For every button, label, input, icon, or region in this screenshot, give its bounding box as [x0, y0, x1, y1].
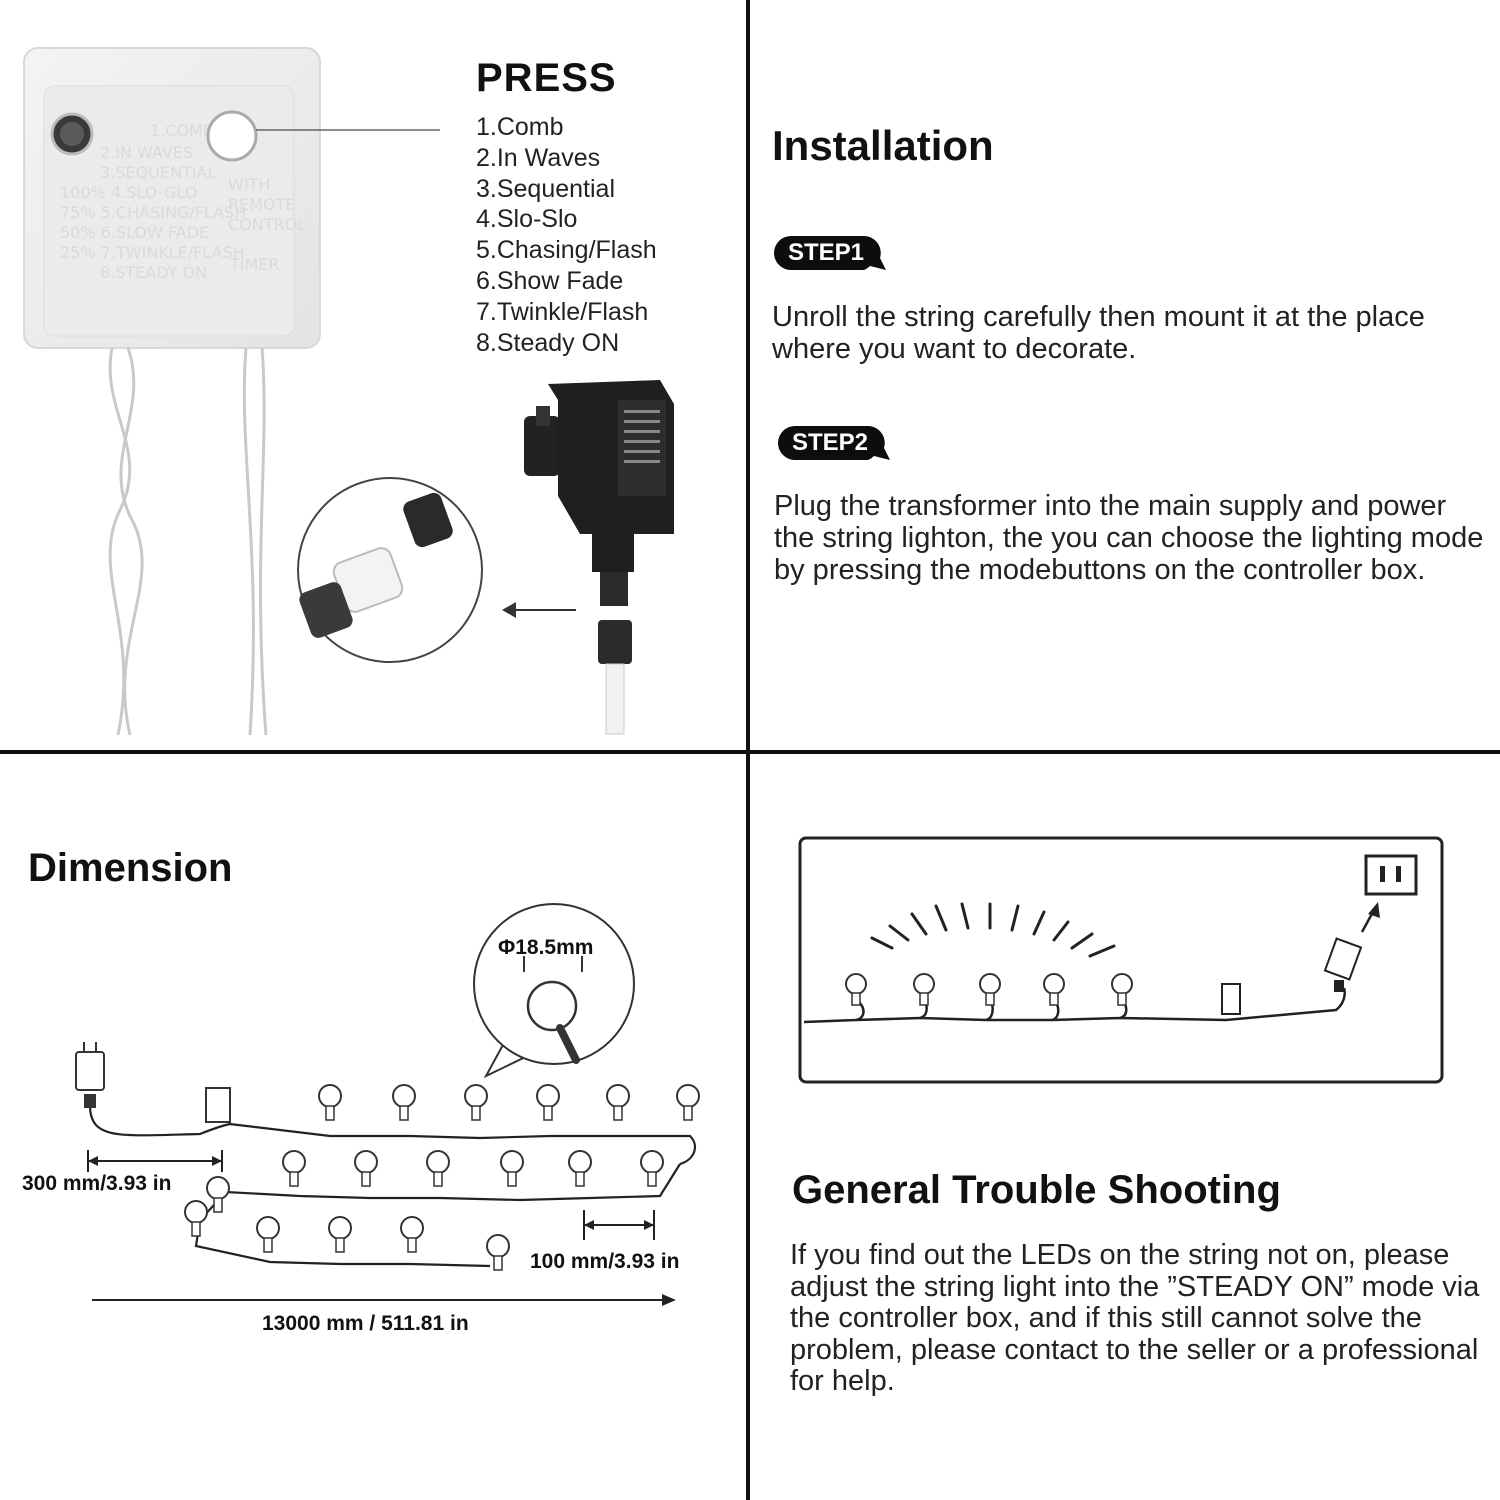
power-adapter-icon: [524, 380, 674, 735]
svg-text:50% 6.SLOW FADE: 50% 6.SLOW FADE: [60, 223, 209, 242]
mode-item: 3.Sequential: [476, 174, 616, 203]
bulb-spacing-label: 100 mm/3.93 in: [530, 1250, 680, 1273]
svg-text:TIMER: TIMER: [229, 255, 280, 274]
svg-text:1.COMB: 1.COMB: [150, 121, 214, 140]
svg-text:3.SEQUENTIAL: 3.SEQUENTIAL: [100, 163, 216, 182]
troubleshooting-title: General Trouble Shooting: [792, 1168, 1281, 1212]
dimension-title: Dimension: [28, 846, 233, 890]
svg-text:75% 5.CHASING/FLASH: 75% 5.CHASING/FLASH: [60, 203, 246, 222]
usage-illustration: [798, 836, 1444, 1084]
step1-label: STEP1: [787, 239, 865, 266]
total-length-label: 13000 mm / 511.81 in: [262, 1312, 469, 1335]
dimension-diagram: [75, 903, 700, 1306]
svg-text:8.STEADY ON: 8.STEADY ON: [100, 263, 207, 282]
wall-outlet-icon: [1364, 854, 1418, 896]
press-title: PRESS: [476, 56, 617, 100]
troubleshooting-text: If you find out the LEDs on the string n…: [790, 1239, 1480, 1398]
lead-length-label: 300 mm/3.93 in: [22, 1172, 172, 1195]
mode-list: 1.Comb 2.In Waves 3.Sequential 4.Slo-Slo…: [476, 112, 657, 358]
svg-text:CONTROL: CONTROL: [228, 215, 306, 234]
step2-text: Plug the transformer into the main suppl…: [774, 490, 1484, 586]
installation-title: Installation: [772, 122, 994, 169]
mode-item: 5.Chasing/Flash: [476, 236, 657, 265]
step2-badge: STEP2: [778, 426, 890, 460]
mode-item: 8.Steady ON: [476, 328, 620, 357]
mode-item: 4.Slo-Slo: [476, 205, 578, 234]
controller-box-icon: 1.COMB 2.IN WAVES 3.SEQUENTIAL 100% 4.SL…: [23, 47, 440, 736]
connector-icon: [297, 477, 483, 663]
bulb-diameter-label: Φ18.5mm: [498, 936, 594, 959]
svg-text:WITH: WITH: [228, 175, 270, 194]
mode-item: 6.Show Fade: [476, 266, 624, 295]
svg-text:REMOTE: REMOTE: [228, 195, 296, 214]
mode-item: 7.Twinkle/Flash: [476, 297, 649, 326]
mode-item: 1.Comb: [476, 113, 564, 141]
mode-item: 2.In Waves: [476, 143, 601, 172]
svg-text:2.IN WAVES: 2.IN WAVES: [100, 143, 193, 162]
arrow-icon: [502, 602, 576, 618]
svg-text:25% 7.TWINKLE/FLASH: 25% 7.TWINKLE/FLASH: [60, 243, 245, 262]
step1-badge: STEP1: [774, 236, 886, 270]
svg-text:100% 4.SLO-GLO: 100% 4.SLO-GLO: [60, 183, 197, 202]
step2-label: STEP2: [791, 429, 869, 456]
step1-text: Unroll the string carefully then mount i…: [772, 301, 1425, 365]
horizontal-divider: [0, 750, 1500, 754]
